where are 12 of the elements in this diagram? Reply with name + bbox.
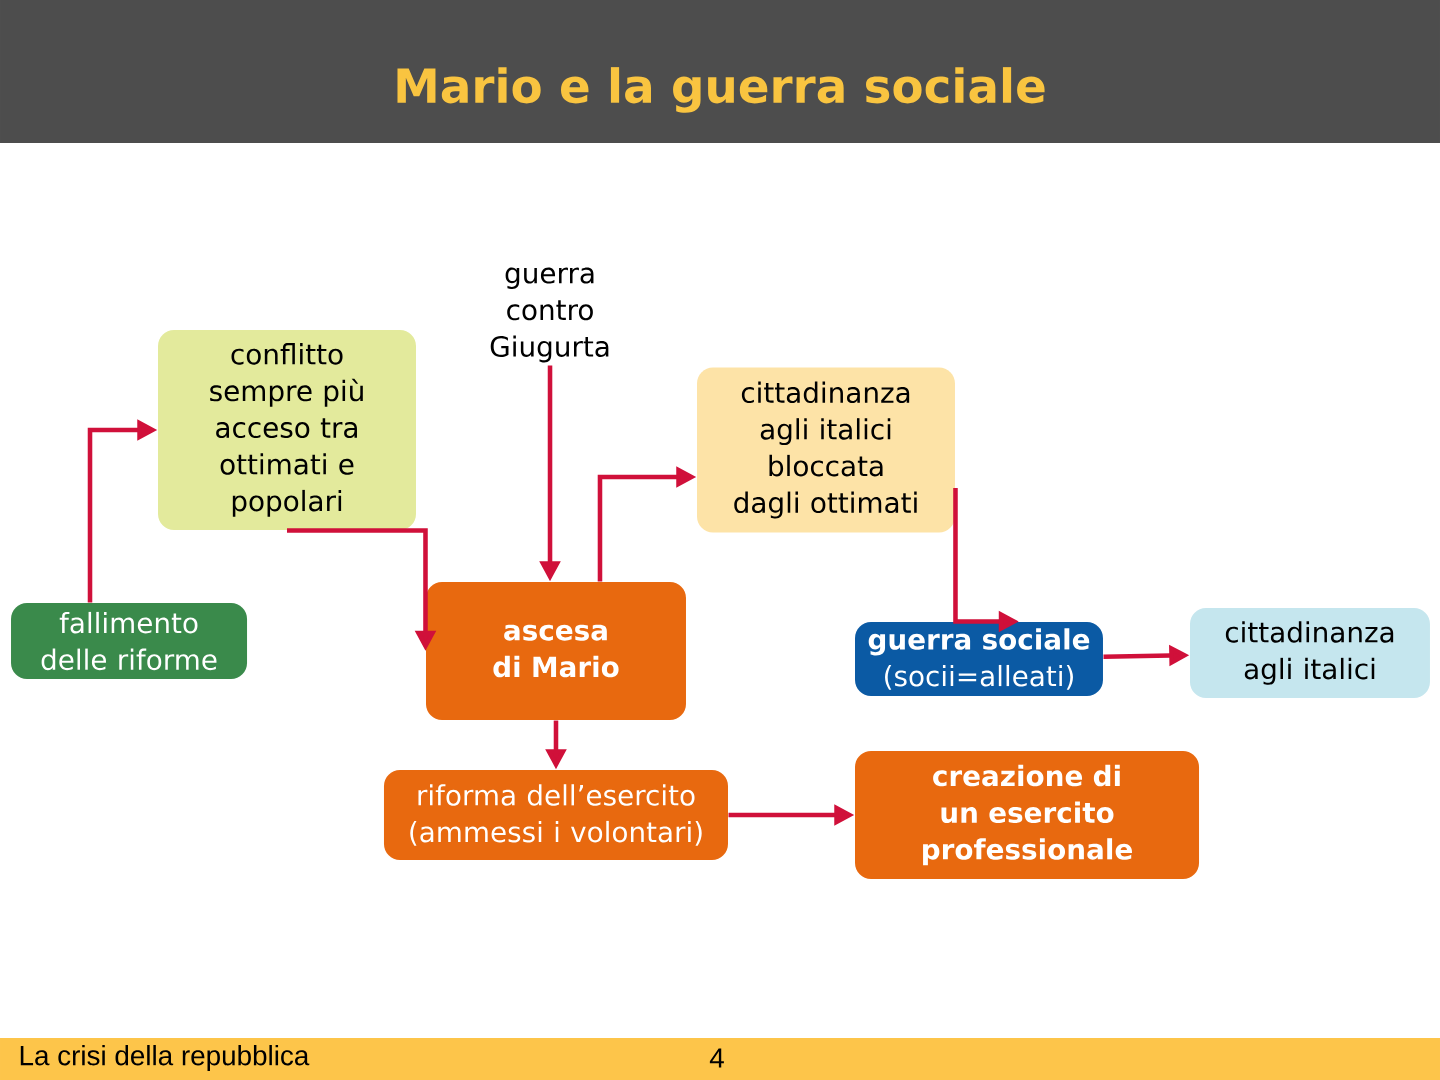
concept-box: conflitto sempre più acceso tra ottimati e popolari <box>158 329 416 530</box>
page-number: 4 <box>709 1048 724 1068</box>
reform-box: riforma dell’esercito (ammessi i volontari) <box>384 769 728 860</box>
concept-box: cittadinanza agli italici bloccata dagli ottimati <box>697 367 955 533</box>
title: Mario e la guerra sociale <box>397 67 1045 113</box>
central-box: ascesa di Mario <box>426 582 686 721</box>
start-box: fallimento delle riforme <box>11 603 248 680</box>
result-box: creazione di un esercito professionale <box>855 750 1199 879</box>
event-box: guerra sociale (socii=alleati) <box>855 622 1103 696</box>
footer-text: La crisi della repubblica <box>20 1045 310 1071</box>
cause-text: guerra contro Giugurta <box>490 267 609 363</box>
result-box: cittadinanza agli italici <box>1190 607 1430 698</box>
